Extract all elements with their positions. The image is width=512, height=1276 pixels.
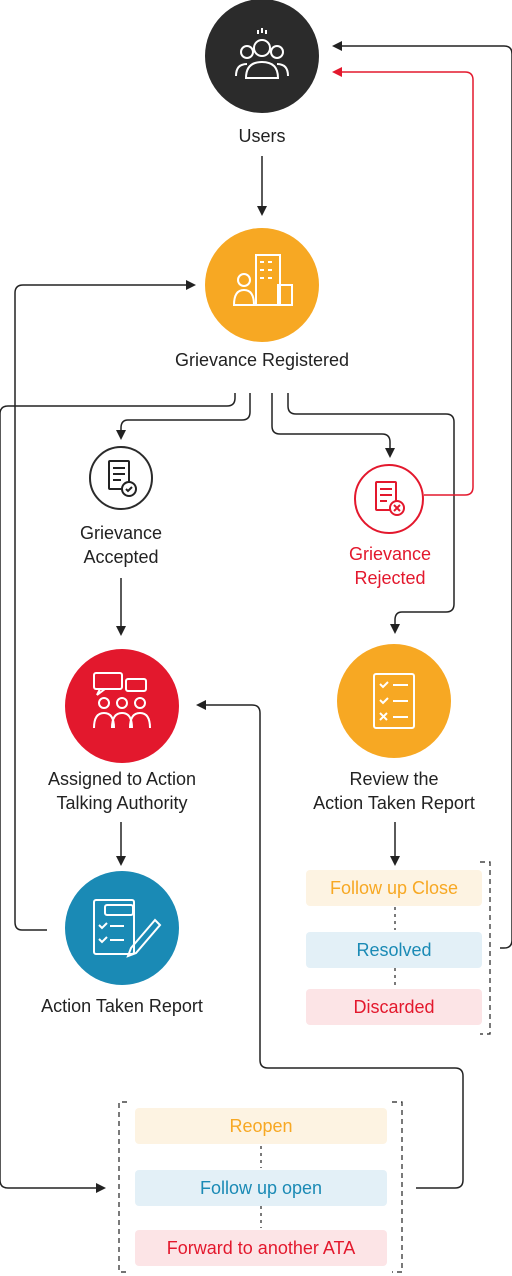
document-x-icon — [375, 481, 405, 516]
registered-label: Grievance Registered — [174, 350, 350, 370]
node-rejected — [354, 464, 424, 534]
atr-outcomes-bracket-left — [118, 1101, 127, 1273]
arrow-registered-to-review — [287, 393, 455, 634]
node-registered — [205, 228, 319, 342]
arrow-review-outcomes-to-users — [332, 41, 512, 949]
outcome-resolved: Resolved — [306, 932, 482, 968]
building-person-icon — [232, 254, 293, 306]
assigned-label: Assigned to Action Talking Authority — [47, 769, 197, 813]
arrow-rejected-to-users — [332, 67, 474, 496]
node-atr — [65, 871, 179, 985]
rejected-label: Grievance Rejected — [348, 544, 432, 588]
users-group-icon — [235, 28, 289, 79]
arrow-registered-to-accepted — [116, 393, 251, 440]
node-review — [337, 644, 451, 758]
accepted-circle — [89, 446, 153, 510]
connectors — [0, 41, 512, 1193]
review-outcomes-bracket — [480, 861, 491, 1035]
users-label: Users — [238, 126, 286, 146]
assigned-circle — [65, 649, 179, 763]
registered-circle — [205, 228, 319, 342]
report-pen-icon — [93, 899, 162, 958]
meeting-chat-icon — [93, 672, 151, 729]
outcome-follow-up-close: Follow up Close — [306, 870, 482, 906]
review-label: Review the Action Taken Report — [313, 769, 475, 813]
rejected-circle — [354, 464, 424, 534]
outcome-discarded: Discarded — [306, 989, 482, 1025]
accepted-label: Grievance Accepted — [79, 523, 163, 567]
arrow-registered-to-rejected — [271, 393, 395, 458]
outcome-reopen: Reopen — [135, 1108, 387, 1144]
outcome-brackets — [118, 861, 491, 1273]
outcome-forward-ata: Forward to another ATA — [135, 1230, 387, 1266]
arrow-atr-outcomes-to-assigned — [196, 700, 464, 1189]
checklist-icon — [373, 673, 415, 729]
atr-circle — [65, 871, 179, 985]
arrow-registered-to-atr-outcomes — [0, 393, 236, 1193]
outcome-follow-up-open: Follow up open — [135, 1170, 387, 1206]
document-check-icon — [108, 460, 137, 497]
node-accepted — [89, 446, 153, 510]
atr-outcomes-bracket-right — [392, 1101, 403, 1273]
arrow-atr-to-registered — [14, 280, 196, 931]
node-assigned — [65, 649, 179, 763]
node-users — [205, 0, 319, 113]
atr-label: Action Taken Report — [41, 996, 203, 1016]
